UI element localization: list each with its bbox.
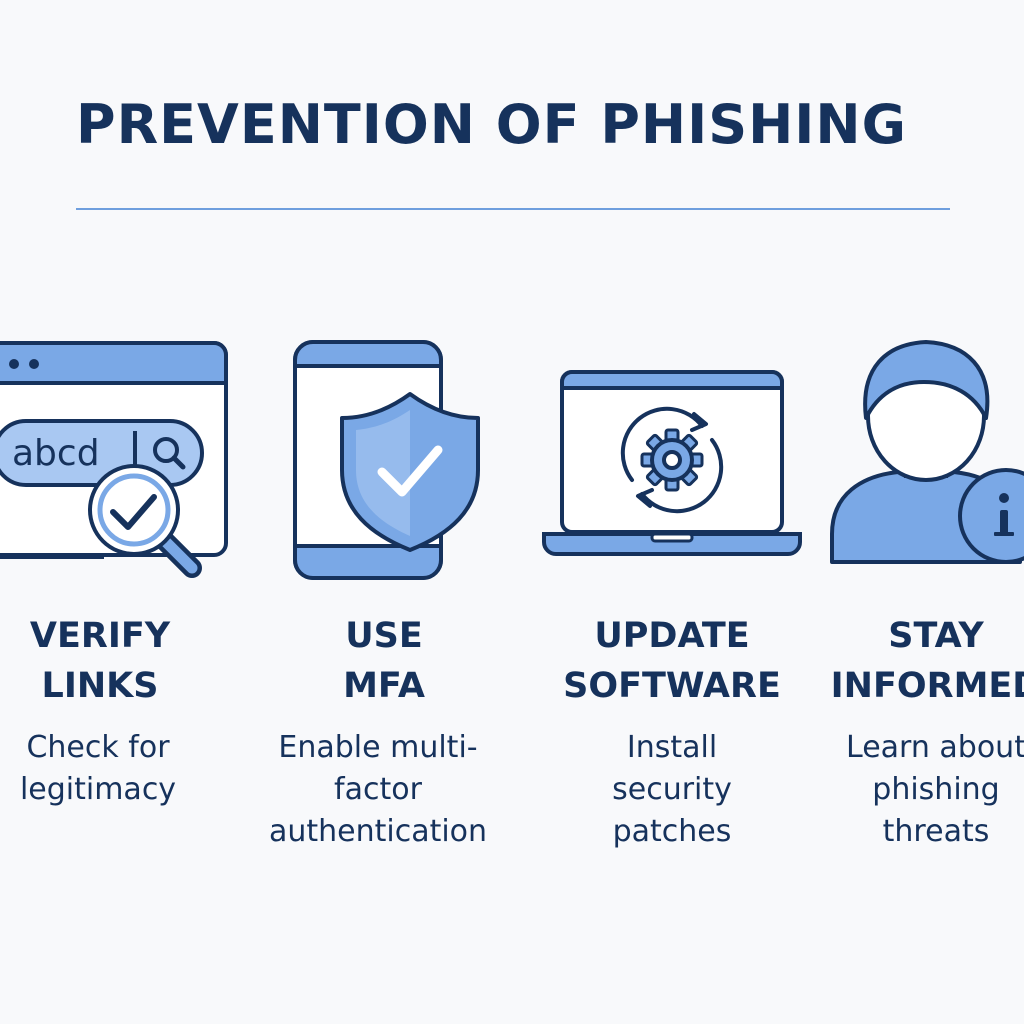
card-title-line: VERIFY	[29, 616, 171, 656]
card-desc-line: Learn about	[846, 730, 1024, 765]
card-title-line: STAY	[888, 616, 984, 656]
card-desc-line: legitimacy	[19, 772, 177, 807]
browser-search-check-icon: abcd	[0, 335, 240, 585]
laptop-gear-update-icon	[540, 368, 804, 560]
card-desc-line: security	[612, 772, 732, 807]
card-desc-line: factor	[334, 772, 422, 807]
card-title-line: UPDATE	[594, 616, 750, 656]
card-desc-line: phishing	[872, 772, 1000, 807]
card-title-line: MFA	[343, 666, 425, 706]
page-title: PREVENTION OF PHISHING	[76, 93, 907, 156]
card-desc-line: authentication	[268, 814, 488, 849]
card-desc-line: Install	[626, 730, 718, 765]
card-title-line: INFORMED	[830, 666, 1024, 706]
title-divider	[76, 208, 950, 210]
card-desc-line: Check for	[26, 730, 170, 765]
card-title-line: SOFTWARE	[563, 666, 781, 706]
phone-shield-check-icon	[290, 338, 490, 583]
card-title-line: USE	[345, 616, 423, 656]
card-desc-line: patches	[612, 814, 732, 849]
card-desc-line: Enable multi-	[278, 730, 478, 765]
address-bar-text: abcd	[12, 433, 100, 474]
user-info-icon	[826, 338, 1024, 568]
card-title-line: LINKS	[41, 666, 159, 706]
card-desc-line: threats	[882, 814, 990, 849]
